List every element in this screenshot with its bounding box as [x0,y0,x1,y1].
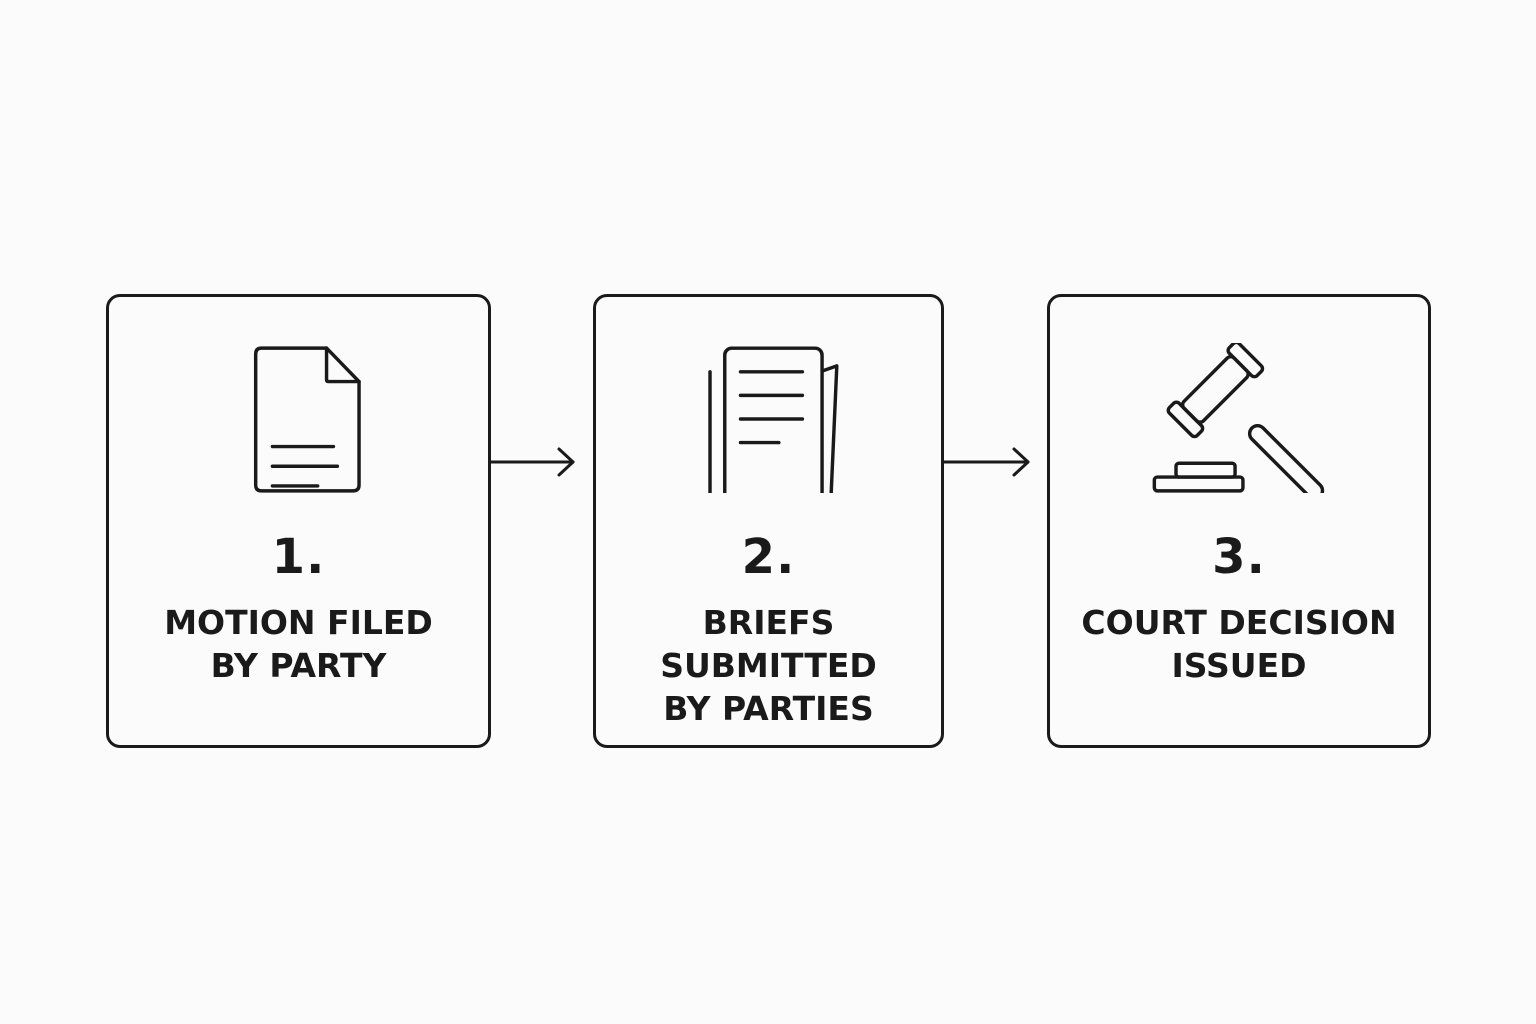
step-label-line: BY PARTY [210,646,387,685]
document-icon [253,346,361,493]
step-box-court-decision: 3. COURT DECISION ISSUED [1047,294,1431,748]
step-label: COURT DECISION ISSUED [1060,601,1418,687]
step-label: BRIEFS SUBMITTED BY PARTIES [606,601,931,730]
step-number: 1. [271,529,326,585]
step-label-line: SUBMITTED [660,646,877,685]
step-number: 2. [741,529,796,585]
step-number: 3. [1212,529,1266,585]
step-label: MOTION FILED BY PARTY [119,601,478,687]
arrow-right-icon [944,447,1030,477]
step-label-line: MOTION FILED [164,603,433,642]
step-box-motion-filed: 1. MOTION FILED BY PARTY [106,294,491,748]
step-box-briefs-submitted: 2. BRIEFS SUBMITTED BY PARTIES [593,294,944,748]
step-label-line: COURT DECISION [1081,603,1397,642]
step-label-line: ISSUED [1171,646,1307,685]
step-label-line: BY PARTIES [663,689,874,728]
arrow-right-icon [491,447,575,477]
gavel-icon [1152,343,1325,493]
step-label-line: BRIEFS [702,603,835,642]
stacked-documents-icon [708,346,839,493]
